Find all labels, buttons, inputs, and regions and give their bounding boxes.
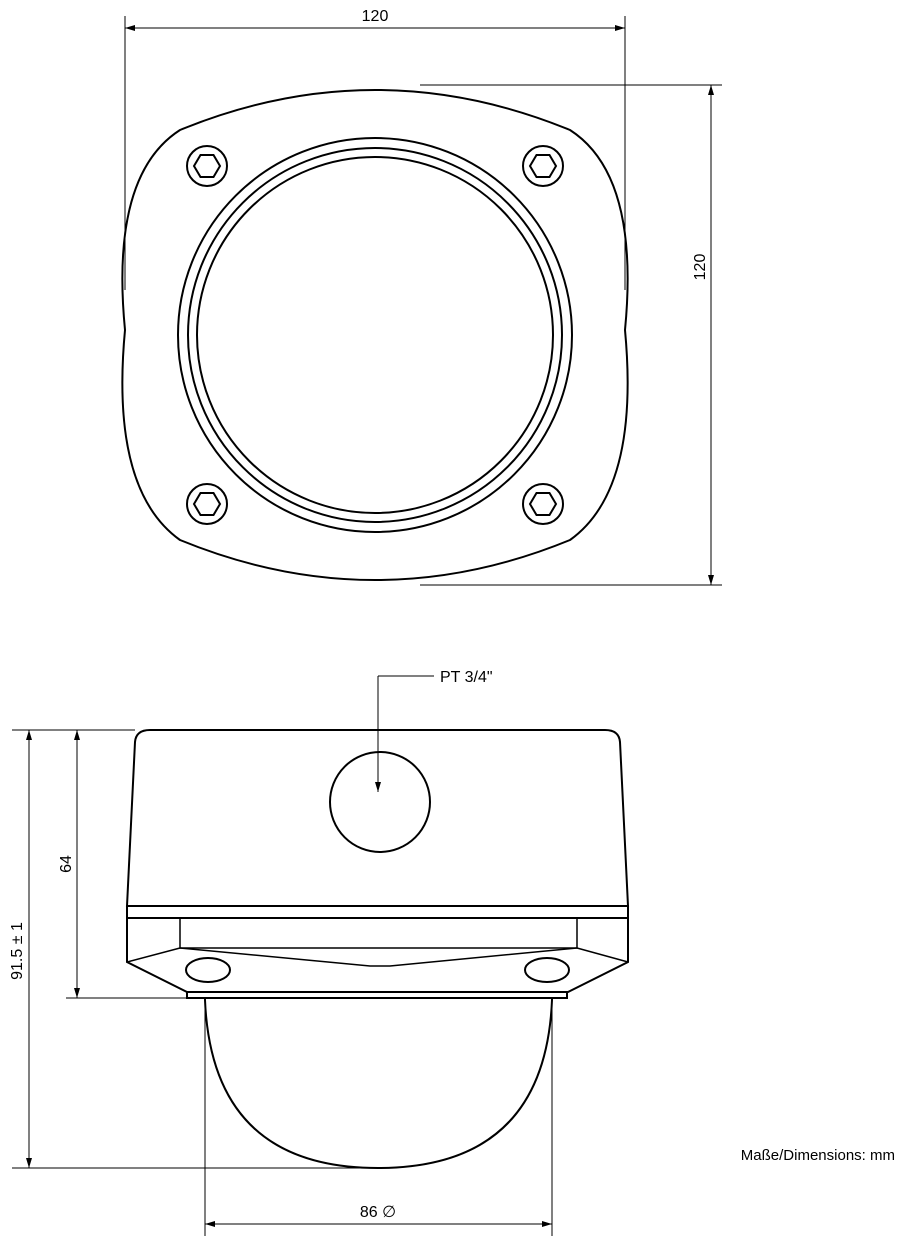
base-hole-right — [524, 957, 570, 983]
thread-label: PT 3/4" — [440, 669, 493, 686]
top-view: 120 120 — [121, 8, 722, 586]
top-height-dimension: 120 — [420, 84, 722, 586]
total-height-label: 91.5 ± 1 — [9, 922, 26, 980]
top-width-label: 120 — [362, 8, 389, 25]
housing-height-label: 64 — [58, 855, 75, 873]
middle-ring — [187, 147, 563, 523]
total-height-dimension: 91.5 ± 1 — [9, 729, 378, 1169]
base-hole-left — [185, 957, 231, 983]
dome-diameter-label: 86 ∅ — [360, 1204, 396, 1221]
top-width-dimension: 120 — [124, 8, 626, 290]
camera-dome — [204, 997, 553, 1170]
screw-bottom-left — [186, 483, 228, 525]
side-view: PT 3/4" 91.5 ± 1 64 86 ∅ — [9, 669, 630, 1236]
outer-ring — [177, 137, 573, 533]
screw-top-right — [522, 145, 564, 187]
units-note: Maße/Dimensions: mm — [741, 1147, 895, 1164]
screw-top-left — [186, 145, 228, 187]
housing-height-dimension: 64 — [58, 730, 205, 999]
screw-bottom-right — [522, 483, 564, 525]
thread-leader: PT 3/4" — [375, 669, 493, 792]
inner-ring — [196, 156, 554, 514]
housing-band — [126, 905, 629, 919]
conduit-entry — [329, 751, 431, 853]
base-recess — [179, 917, 578, 949]
dome-diameter-dimension: 86 ∅ — [204, 1000, 553, 1236]
top-height-label: 120 — [692, 254, 709, 281]
